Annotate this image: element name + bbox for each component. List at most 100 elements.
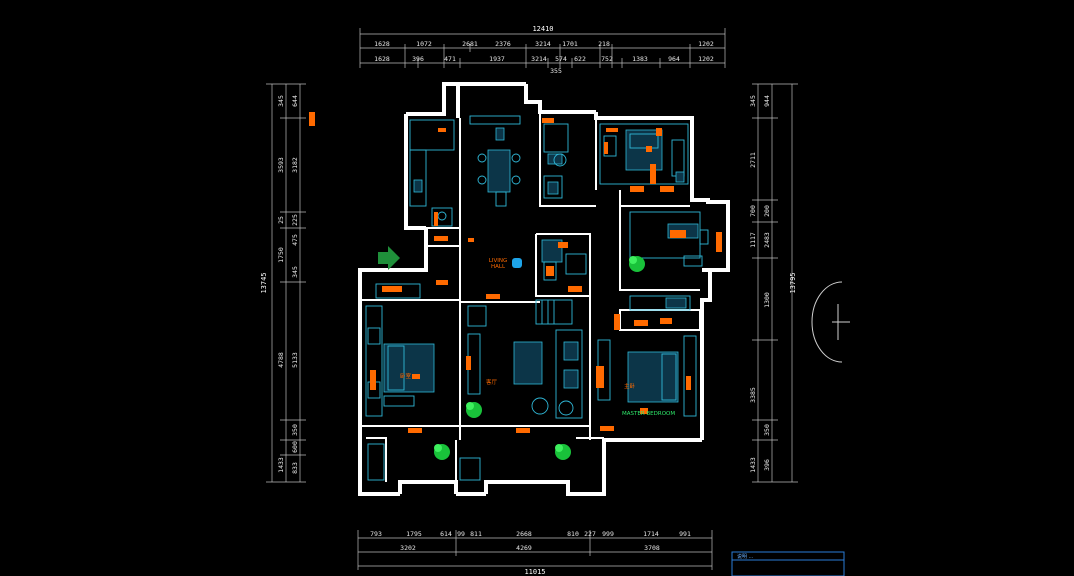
bedroom-top-right — [599, 123, 689, 185]
left-dim-outer: 345 3593 25 1750 4788 1433 — [277, 95, 285, 473]
marker-icon — [512, 258, 522, 268]
bottom-dimension-lines — [357, 530, 713, 570]
svg-text:2668: 2668 — [516, 530, 532, 538]
svg-text:1937: 1937 — [489, 55, 505, 63]
svg-text:3182: 3182 — [291, 157, 299, 173]
plant-icon — [629, 256, 645, 272]
right-dim-outer: 345 2711 700 1117 3385 1433 — [749, 95, 757, 473]
top-dim-row2: 1628 396 471 1937 3214 574 622 752 1383 … — [374, 55, 714, 63]
svg-text:700: 700 — [749, 205, 757, 217]
bedroom-right-label: 主卧 — [624, 382, 636, 390]
living-center-label: 客厅 — [486, 378, 498, 386]
annotation-markers — [309, 112, 722, 433]
top-dim-row3: 355 — [550, 67, 562, 75]
svg-text:396: 396 — [412, 55, 424, 63]
svg-text:833: 833 — [291, 462, 299, 474]
svg-text:1072: 1072 — [416, 40, 432, 48]
bathroom-top — [543, 123, 569, 199]
top-dimension-lines — [359, 28, 726, 68]
svg-text:3385: 3385 — [749, 387, 757, 403]
svg-text:1701: 1701 — [562, 40, 578, 48]
svg-text:1433: 1433 — [749, 457, 757, 473]
svg-text:622: 622 — [574, 55, 586, 63]
svg-text:1300: 1300 — [763, 292, 771, 308]
svg-text:3214: 3214 — [531, 55, 547, 63]
svg-text:600: 600 — [291, 441, 299, 453]
master-bedroom — [597, 295, 697, 417]
svg-text:2681: 2681 — [462, 40, 478, 48]
exterior-walls — [358, 82, 730, 496]
svg-text:1117: 1117 — [749, 232, 757, 248]
svg-text:1628: 1628 — [374, 55, 390, 63]
svg-text:345: 345 — [749, 95, 757, 107]
compass-arc-icon — [811, 281, 850, 363]
svg-text:1750: 1750 — [277, 247, 285, 263]
svg-text:574: 574 — [555, 55, 567, 63]
bathroom-center — [541, 239, 587, 281]
svg-text:1628: 1628 — [374, 40, 390, 48]
svg-text:752: 752 — [601, 55, 613, 63]
svg-text:227: 227 — [584, 530, 596, 538]
svg-text:3708: 3708 — [644, 544, 660, 552]
bedroom-left-label: 卧室 — [400, 372, 412, 380]
svg-text:644: 644 — [291, 95, 299, 107]
bedroom-left — [365, 283, 435, 417]
svg-text:350: 350 — [291, 424, 299, 436]
svg-text:99: 99 — [457, 530, 465, 538]
svg-text:1795: 1795 — [406, 530, 422, 538]
plant-icon — [466, 402, 482, 418]
right-overall-dim: 13795 — [789, 272, 797, 293]
top-dim-row1: 1628 1072 2681 2376 3214 1701 218 1202 — [374, 40, 714, 48]
right-dim-inner: 944 200 2483 1300 396 350 — [763, 95, 771, 471]
plant-icon — [555, 444, 571, 460]
right-dimension-lines — [752, 83, 798, 483]
svg-text:964: 964 — [668, 55, 680, 63]
living-small-label: LIVING — [489, 258, 507, 264]
svg-text:3202: 3202 — [400, 544, 416, 552]
hall-label: HALL — [491, 264, 506, 270]
svg-text:944: 944 — [763, 95, 771, 107]
svg-text:1383: 1383 — [632, 55, 648, 63]
svg-text:396: 396 — [763, 459, 771, 471]
svg-text:2711: 2711 — [749, 152, 757, 168]
svg-text:999: 999 — [602, 530, 614, 538]
svg-text:475: 475 — [291, 234, 299, 246]
title-block-text: 说明 ... — [737, 553, 754, 560]
bottom-dim-row2: 3202 4269 3708 — [400, 544, 660, 552]
svg-text:1714: 1714 — [643, 530, 659, 538]
svg-text:1433: 1433 — [277, 457, 285, 473]
svg-text:218: 218 — [598, 40, 610, 48]
interior-walls — [360, 112, 701, 482]
svg-text:471: 471 — [444, 55, 456, 63]
svg-text:350: 350 — [763, 424, 771, 436]
left-dim-inner: 644 3182 225 475 345 5133 350 600 833 — [291, 95, 299, 474]
svg-text:3593: 3593 — [277, 157, 285, 173]
bottom-dim-row1: 793 1795 614 99 811 2668 810 227 999 171… — [370, 530, 691, 538]
title-block — [731, 551, 845, 576]
svg-text:810: 810 — [567, 530, 579, 538]
entry-arrow-icon — [378, 246, 400, 270]
svg-text:811: 811 — [470, 530, 482, 538]
svg-text:4269: 4269 — [516, 544, 532, 552]
svg-text:4788: 4788 — [277, 352, 285, 368]
top-overall-dim: 12410 — [532, 25, 553, 33]
svg-text:991: 991 — [679, 530, 691, 538]
svg-text:200: 200 — [763, 205, 771, 217]
svg-text:345: 345 — [277, 95, 285, 107]
svg-text:1202: 1202 — [698, 40, 714, 48]
balcony-bottom-left — [367, 443, 481, 481]
svg-text:5133: 5133 — [291, 352, 299, 368]
dining-area — [469, 115, 521, 207]
left-dimension-lines — [266, 83, 306, 483]
svg-text:793: 793 — [370, 530, 382, 538]
svg-text:345: 345 — [291, 266, 299, 278]
living-room — [467, 305, 583, 419]
kitchen — [409, 119, 455, 227]
plant-icon — [434, 444, 450, 460]
master-bedroom-label: MASTER BEDROOM — [622, 411, 675, 417]
svg-text:2483: 2483 — [763, 232, 771, 248]
svg-text:614: 614 — [440, 530, 452, 538]
stairs-fixture — [535, 299, 573, 325]
svg-text:1202: 1202 — [698, 55, 714, 63]
